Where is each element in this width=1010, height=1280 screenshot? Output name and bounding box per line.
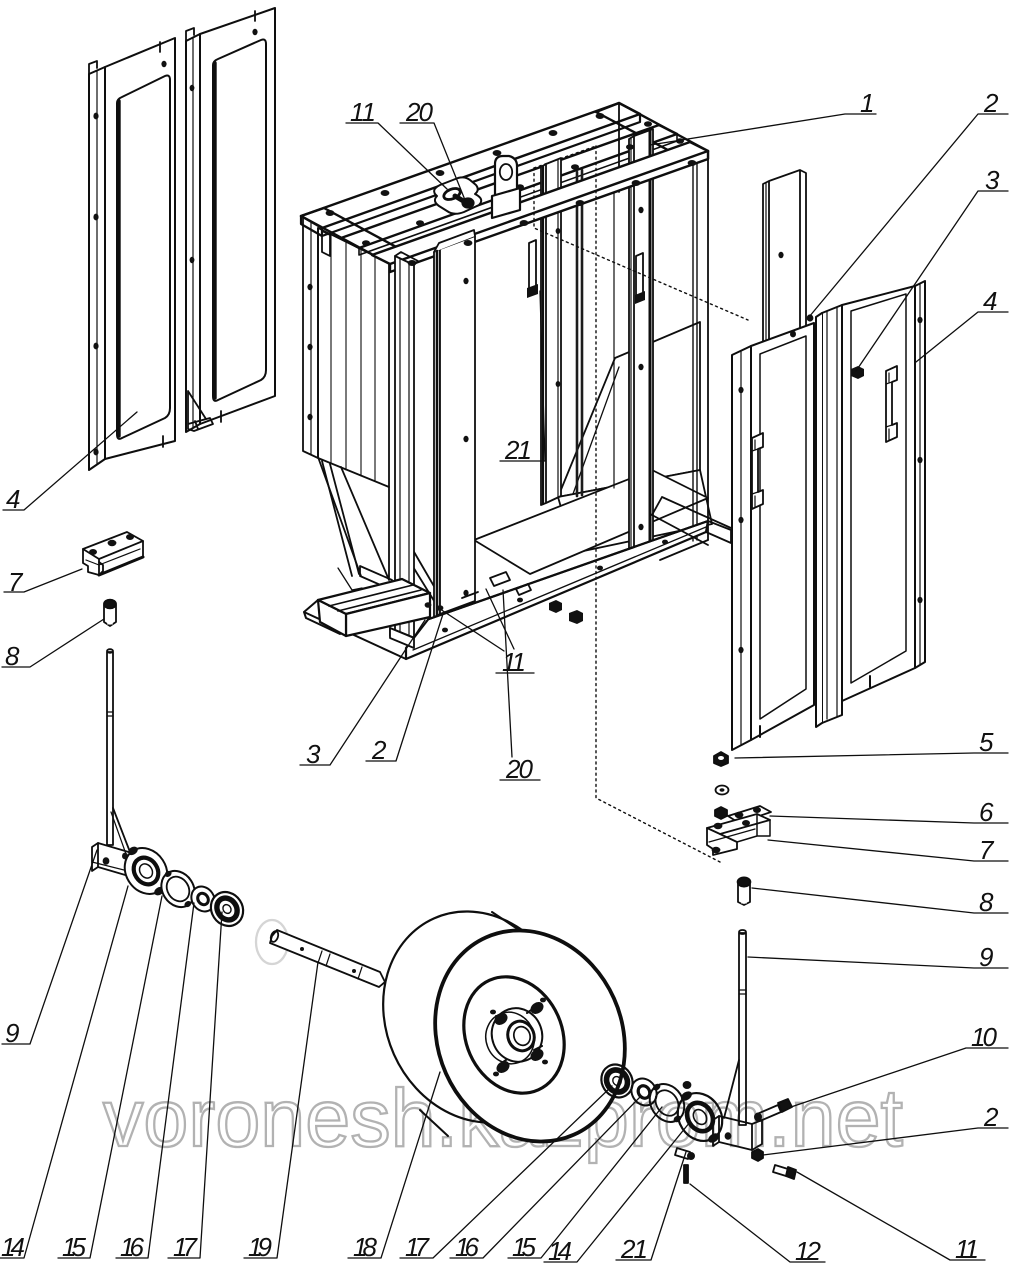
svg-text:19: 19 xyxy=(248,1232,272,1262)
svg-text:17: 17 xyxy=(173,1232,199,1262)
svg-text:7: 7 xyxy=(979,835,995,865)
svg-text:20: 20 xyxy=(505,754,534,784)
svg-text:5: 5 xyxy=(979,727,994,757)
svg-text:21: 21 xyxy=(504,435,532,465)
svg-text:11: 11 xyxy=(955,1234,979,1264)
svg-text:14: 14 xyxy=(548,1236,572,1266)
svg-text:6: 6 xyxy=(979,797,994,827)
svg-text:16: 16 xyxy=(120,1232,145,1262)
svg-text:4: 4 xyxy=(6,484,20,514)
svg-text:7: 7 xyxy=(8,567,24,597)
svg-text:12: 12 xyxy=(795,1236,822,1266)
svg-text:15: 15 xyxy=(512,1232,537,1262)
svg-text:2: 2 xyxy=(983,88,999,118)
svg-text:21: 21 xyxy=(620,1234,648,1264)
svg-text:15: 15 xyxy=(62,1232,87,1262)
svg-text:9: 9 xyxy=(5,1018,19,1048)
svg-text:8: 8 xyxy=(979,887,994,917)
svg-text:18: 18 xyxy=(353,1232,378,1262)
svg-text:11: 11 xyxy=(350,97,376,127)
svg-text:4: 4 xyxy=(983,286,997,316)
svg-text:1: 1 xyxy=(860,88,874,118)
svg-text:2: 2 xyxy=(983,1102,999,1132)
svg-text:11: 11 xyxy=(502,647,526,677)
svg-text:8: 8 xyxy=(5,641,20,671)
svg-text:2: 2 xyxy=(371,735,387,765)
svg-text:3: 3 xyxy=(306,739,321,769)
svg-text:14: 14 xyxy=(1,1232,25,1262)
svg-text:10: 10 xyxy=(971,1022,998,1052)
svg-text:16: 16 xyxy=(455,1232,480,1262)
svg-text:17: 17 xyxy=(405,1232,431,1262)
svg-text:9: 9 xyxy=(979,942,993,972)
svg-text:20: 20 xyxy=(405,97,434,127)
svg-text:3: 3 xyxy=(985,165,1000,195)
